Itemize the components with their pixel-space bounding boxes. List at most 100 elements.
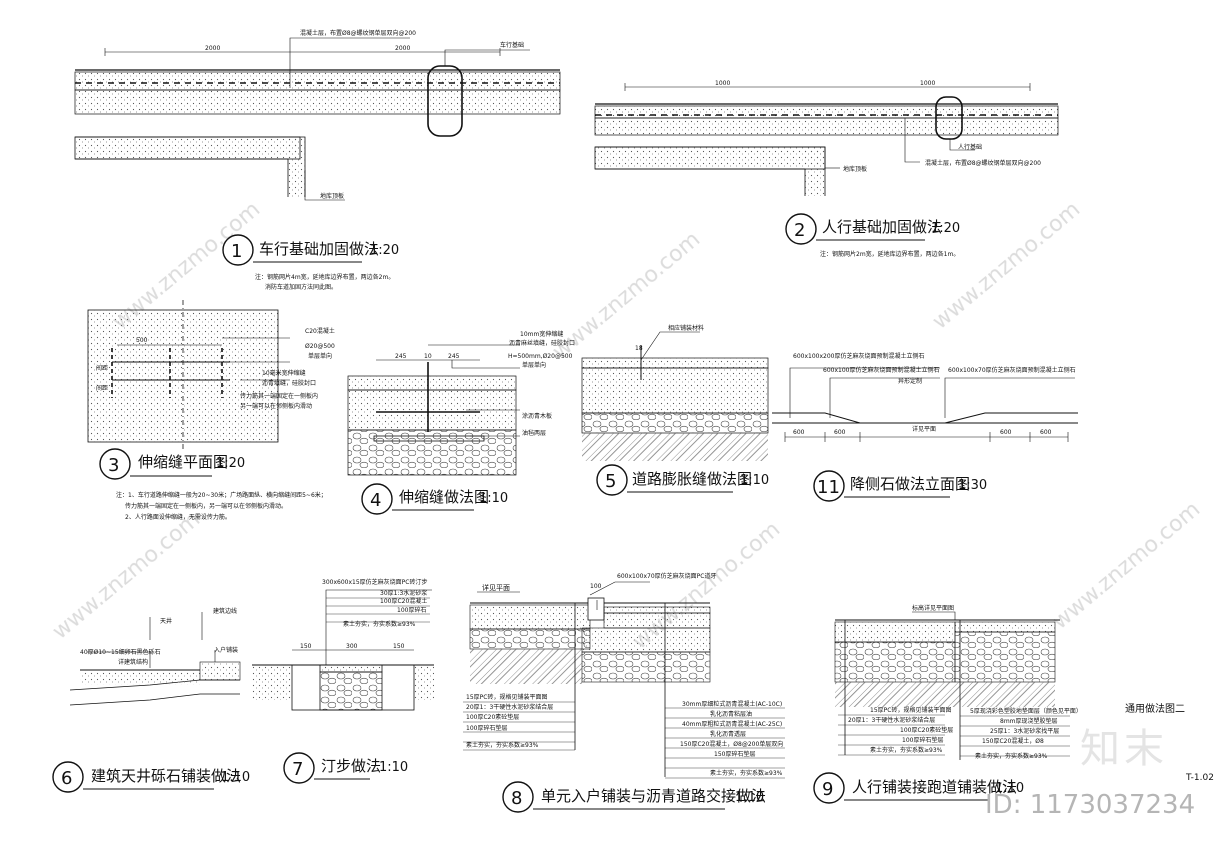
detail-7-callout: 300x600x15厚仿芝麻灰烧面PC砖汀步 xyxy=(322,578,427,586)
detail-3-note: 注：1、车行道路伸缩缝一般为20~30米；广场路面纵、横向缩缝间距5~6米； xyxy=(116,491,327,499)
detail-3-note: 2、人行路面设伸缩缝，无需设传力筋。 xyxy=(125,513,231,521)
detail-11-callout: 600x100x200厚仿芝麻灰烧面预制混凝土立侧石 xyxy=(793,352,924,360)
svg-text:15厚PC砖，规格见铺装平面图: 15厚PC砖，规格见铺装平面图 xyxy=(466,693,547,701)
detail-3-callout: Ø20@500 xyxy=(305,343,335,350)
detail-3-dim: 500 xyxy=(136,337,148,344)
detail-9-title: 9 人行铺装接跑道铺装做法 1:10 xyxy=(813,772,1024,804)
svg-text:1:10: 1:10 xyxy=(740,473,769,488)
svg-text:2: 2 xyxy=(794,220,805,241)
watermark-text: www.znzmo.com xyxy=(1048,497,1205,635)
detail-1-dim: 2000 xyxy=(205,45,220,52)
sheet-label: 通用做法图二 xyxy=(1125,704,1185,715)
svg-text:乳化沥青粘层油: 乳化沥青粘层油 xyxy=(710,710,752,718)
detail-11-title: 11 降侧石做法立面图 1:30 xyxy=(813,470,987,502)
detail-6-callout: 40厚Ø10~15细卵石黑色砾石 xyxy=(80,648,161,656)
detail-2-title: 2 人行基础加固做法 1:20 xyxy=(785,213,960,245)
svg-text:素土夯实，夯实系数≥93%: 素土夯实，夯实系数≥93% xyxy=(870,746,943,754)
svg-text:1: 1 xyxy=(231,241,242,262)
svg-text:150厚C20混凝土，Ø8@200单层双向: 150厚C20混凝土，Ø8@200单层双向 xyxy=(680,740,783,748)
detail-3-callout: 另一端可以在邻侧板内滑动 xyxy=(240,402,312,410)
svg-text:1:10: 1:10 xyxy=(221,770,250,785)
detail-4-callout: H=500mm,Ø20@500 xyxy=(508,353,573,360)
svg-text:1:10: 1:10 xyxy=(995,781,1024,796)
detail-8-title: 8 单元入户铺装与沥青道路交接做法 1:10 xyxy=(502,781,766,813)
svg-text:1:20: 1:20 xyxy=(370,243,399,258)
detail-3-callout: 传力筋其一端固定在一侧板内 xyxy=(240,392,318,400)
svg-text:8mm厚现浇塑胶垫层: 8mm厚现浇塑胶垫层 xyxy=(1000,717,1058,725)
svg-text:100厚C20素砼垫层: 100厚C20素砼垫层 xyxy=(466,713,519,721)
svg-text:建筑天井砾石铺装做法: 建筑天井砾石铺装做法 xyxy=(91,767,241,785)
detail-6-title: 6 建筑天井砾石铺装做法 1:10 xyxy=(52,761,250,793)
detail-5-title: 5 道路膨胀缝做法图 1:10 xyxy=(596,464,769,496)
detail-3-callout: 10毫米宽伸缩缝 xyxy=(262,369,306,377)
detail-8-layers-right: 30mm厚细粒式沥青混凝土(AC-10C) 乳化沥青粘层油 40mm厚粗粒式沥青… xyxy=(680,700,783,777)
detail-3-note: 传力筋其一端固定在一侧板内，另一端可以在邻侧板内滑动。 xyxy=(125,502,287,510)
detail-9-layers-right: 5厚现浇彩色塑胶地垫面层（颜色见平面） 8mm厚现浇塑胶垫层 25厚1：3水泥砂… xyxy=(970,707,1082,760)
detail-4-callout: 涂沥青木板 xyxy=(522,412,552,420)
detail-1-note: 消防车道加固方法同此图。 xyxy=(265,283,337,291)
detail-7-callout: 30厚1:3水泥砂浆 xyxy=(380,589,427,597)
detail-11-dim: 600 xyxy=(1000,429,1012,436)
svg-text:3: 3 xyxy=(108,455,119,476)
svg-text:汀步做法: 汀步做法 xyxy=(321,757,381,775)
detail-8-drawing xyxy=(463,581,785,779)
detail-7-drawing xyxy=(252,589,434,711)
detail-9-layers-left: 15厚PC砖，规格见铺装平面图 20厚1：3干硬性水泥砂浆结合层 100厚C20… xyxy=(848,706,953,754)
svg-text:人行基础加固做法: 人行基础加固做法 xyxy=(822,218,942,236)
detail-4-dim: 245 xyxy=(448,353,460,360)
detail-3-title: 3 伸缩缝平面图 1:20 xyxy=(99,448,245,480)
detail-7-dim: 150 xyxy=(300,643,312,650)
detail-1-callout: 车行基础 xyxy=(500,41,524,49)
svg-text:1:20: 1:20 xyxy=(931,221,960,236)
detail-3-drawing xyxy=(87,300,290,450)
svg-text:25厚1：3水泥砂浆找平层: 25厚1：3水泥砂浆找平层 xyxy=(990,727,1059,735)
svg-text:30mm厚细粒式沥青混凝土(AC-10C): 30mm厚细粒式沥青混凝土(AC-10C) xyxy=(682,700,782,708)
svg-text:乳化沥青透层: 乳化沥青透层 xyxy=(710,730,746,738)
svg-text:4: 4 xyxy=(370,490,381,511)
svg-text:7: 7 xyxy=(292,759,303,780)
detail-4-callout: 单层单向 xyxy=(522,361,546,369)
svg-text:人行铺装接跑道铺装做法: 人行铺装接跑道铺装做法 xyxy=(852,778,1017,796)
detail-6-callout: 建筑边线 xyxy=(213,607,237,615)
detail-8-layers-left: 15厚PC砖，规格见铺装平面图 20厚1：3干硬性水泥砂浆结合层 100厚C20… xyxy=(466,693,553,749)
detail-8-callout: 详见平面 xyxy=(482,583,510,592)
svg-text:20厚1：3干硬性水泥砂浆结合层: 20厚1：3干硬性水泥砂浆结合层 xyxy=(848,716,935,724)
detail-1-callout: 混凝土层，布置Ø8@螺纹钢单层双向@200 xyxy=(300,29,416,37)
detail-11-dim: 600 xyxy=(1040,429,1052,436)
detail-1-title: 1 车行基础加固做法 1:20 xyxy=(222,234,399,266)
svg-text:车行基础加固做法: 车行基础加固做法 xyxy=(259,240,379,258)
detail-11-drawing xyxy=(772,367,1078,442)
svg-text:100厚C20素砼垫层: 100厚C20素砼垫层 xyxy=(900,726,953,734)
svg-text:9: 9 xyxy=(822,779,833,800)
detail-11-callout: 详见平面 xyxy=(912,425,936,433)
detail-4-callout: 沥青麻丝填缝，硅胶封口 xyxy=(509,339,575,347)
svg-text:5: 5 xyxy=(605,471,616,492)
detail-9-drawing xyxy=(834,611,1070,760)
svg-text:1:10: 1:10 xyxy=(735,790,764,805)
detail-7-callout: 100厚碎石 xyxy=(397,606,426,614)
detail-3-callout: 沥青填缝，硅胶封口 xyxy=(262,379,316,387)
detail-3-dim: 间距 xyxy=(96,364,108,372)
detail-7-callout: 100厚C20混凝土 xyxy=(380,597,427,605)
svg-text:降侧石做法立面图: 降侧石做法立面图 xyxy=(850,475,970,493)
detail-3-dim: 间距 xyxy=(96,384,108,392)
svg-text:道路膨胀缝做法图: 道路膨胀缝做法图 xyxy=(632,470,752,488)
svg-text:8: 8 xyxy=(511,788,522,809)
svg-text:1:10: 1:10 xyxy=(379,760,408,775)
detail-6-callout: 天井 xyxy=(160,617,172,625)
svg-text:5厚现浇彩色塑胶地垫面层（颜色见平面）: 5厚现浇彩色塑胶地垫面层（颜色见平面） xyxy=(970,707,1082,715)
detail-2-callout: 地库顶板 xyxy=(843,165,867,173)
detail-1-dim: 2000 xyxy=(395,45,410,52)
svg-text:素土夯实，夯实系数≥93%: 素土夯实，夯实系数≥93% xyxy=(975,752,1048,760)
detail-4-callout: 10mm宽伸缩缝 xyxy=(520,330,563,338)
detail-11-callout: 600x100厚仿芝麻灰烧面预制混凝土立侧石 xyxy=(823,366,939,374)
svg-text:11: 11 xyxy=(817,477,840,498)
detail-9-callout: 标高详见平面图 xyxy=(912,604,954,612)
detail-3-callout: 单层单向 xyxy=(308,352,332,360)
detail-7-dim: 150 xyxy=(393,643,405,650)
svg-text:15厚PC砖，规格见铺装平面图: 15厚PC砖，规格见铺装平面图 xyxy=(870,706,951,714)
brand-logo: 知末 xyxy=(1080,726,1168,772)
detail-2-callout: 人行基础 xyxy=(958,143,982,151)
detail-4-title: 4 伸缩缝做法图 1:10 xyxy=(361,483,508,515)
svg-text:1:30: 1:30 xyxy=(958,478,987,493)
